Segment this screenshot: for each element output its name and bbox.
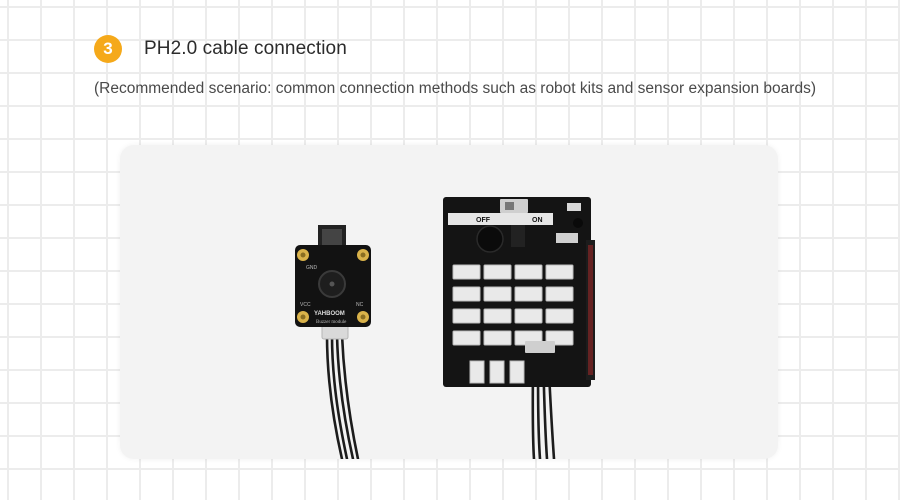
ph2-connector-port bbox=[489, 360, 505, 384]
step-header: 3 PH2.0 cable connection bbox=[94, 35, 347, 63]
ph2-cable-left bbox=[325, 333, 360, 459]
ph2-connector-port bbox=[509, 360, 525, 384]
board-switch-off-label: OFF bbox=[476, 217, 491, 224]
module-pin-gnd: GND bbox=[306, 265, 318, 271]
ph2-connector-port bbox=[483, 330, 512, 346]
ph2-connector-port bbox=[452, 286, 481, 302]
module-pin-vcc: VCC bbox=[300, 302, 311, 308]
ph2-connector-port bbox=[545, 264, 574, 280]
module-name-label: Buzzer module bbox=[316, 320, 347, 325]
ph2-connector-port bbox=[452, 308, 481, 324]
cable-plug-right bbox=[525, 341, 555, 353]
ph2-connector-port bbox=[514, 286, 543, 302]
ph2-connector-port bbox=[514, 308, 543, 324]
module-pin-nc: NC bbox=[356, 302, 364, 308]
module-brand-label: YAHBOOM bbox=[314, 311, 345, 317]
step-title: PH2.0 cable connection bbox=[144, 38, 347, 59]
ph2-connector-port bbox=[514, 264, 543, 280]
step-number-badge: 3 bbox=[94, 35, 122, 63]
product-photo: GND VCC NC YAHBOOM Buzzer module OFF ON bbox=[120, 145, 778, 459]
board-switch-on-label: ON bbox=[532, 217, 543, 224]
onboard-buzzer bbox=[476, 225, 504, 253]
step-subtitle: (Recommended scenario: common connection… bbox=[94, 80, 816, 97]
ph2-connector-port bbox=[452, 264, 481, 280]
ph2-connector-port bbox=[483, 286, 512, 302]
ph2-connector-port bbox=[452, 330, 481, 346]
sensor-expansion-board: OFF ON bbox=[443, 197, 595, 387]
ph2-connector-port bbox=[545, 308, 574, 324]
ph2-connector-port bbox=[483, 264, 512, 280]
ph2-connector-port bbox=[545, 286, 574, 302]
ph2-connector-port bbox=[469, 360, 485, 384]
buzzer-module: GND VCC NC YAHBOOM Buzzer module bbox=[295, 225, 371, 327]
ph2-connector-port bbox=[483, 308, 512, 324]
connection-illustration: GND VCC NC YAHBOOM Buzzer module OFF ON bbox=[295, 197, 595, 459]
